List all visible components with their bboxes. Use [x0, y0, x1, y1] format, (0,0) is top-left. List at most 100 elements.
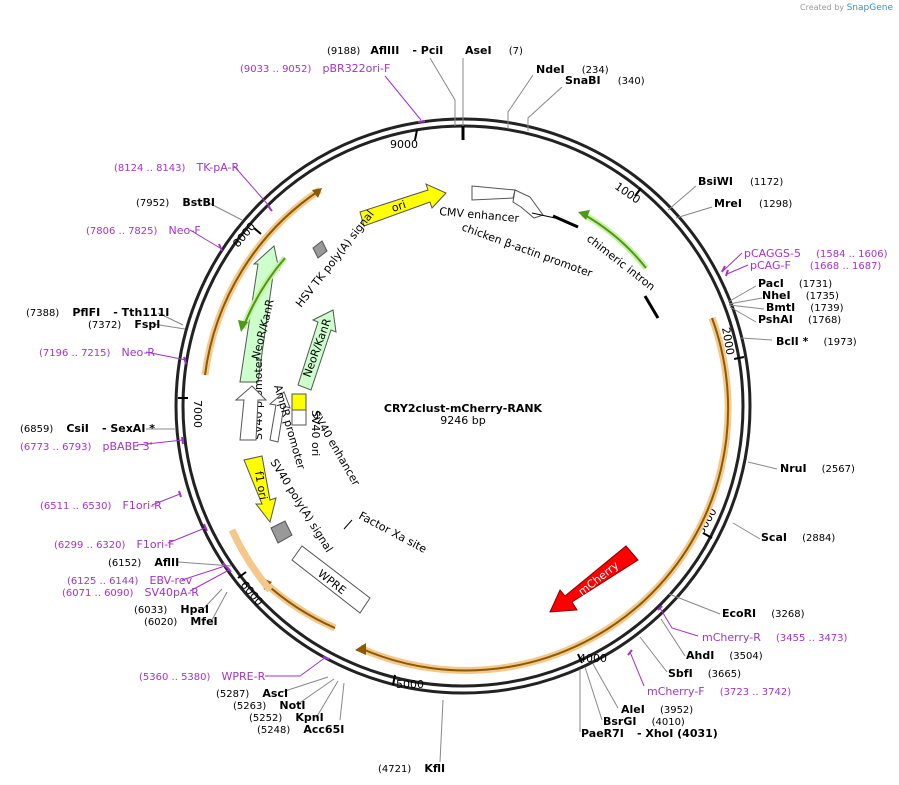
mcherry-arrow: [549, 545, 639, 613]
site-mfei-name: MfeI: [190, 615, 217, 628]
primer-leader-tk-pa-r: [233, 165, 271, 208]
factor-xa-marker: [343, 519, 353, 530]
site-csii: (6859) CsiI - SexAI *: [20, 417, 155, 436]
site-aflii-pos: (6152): [108, 558, 141, 569]
leader-bstbi: [204, 200, 243, 221]
leader-kfli: [439, 699, 444, 763]
primer-pbr322ori-f-range: (9033 .. 9052): [240, 64, 312, 75]
sv40-promoter-arrow: [234, 385, 268, 441]
f1-ori-arrow: [243, 455, 277, 524]
leader-mrei: [675, 206, 713, 219]
primer-pbabe: (6773 .. 6793) pBABE 3': [20, 435, 153, 454]
sv40-polya-box: [270, 520, 293, 544]
tick-marks: [178, 129, 745, 686]
primer-ebv-rev-range: (6125 .. 6144): [67, 576, 139, 587]
primer-mark-neo-f: [218, 243, 223, 252]
site-bsrgi-pos: (4010): [652, 717, 685, 728]
site-acc65i-pos: (5248): [257, 725, 290, 736]
wpre-box: [291, 545, 371, 614]
site-aflii: (6152) AflII: [108, 551, 179, 570]
site-kpni: (5252) KpnI: [249, 706, 324, 725]
site-afliii-suffix: - PciI: [412, 44, 443, 57]
site-bstbi: (7952) BstBI: [136, 191, 215, 210]
site-hpai: (6033) HpaI: [134, 598, 209, 617]
insert-arc-left3-arrowhead: [312, 188, 322, 198]
leader-bsrgi: [584, 666, 603, 721]
leader-ecori: [668, 593, 721, 615]
leader-ahdi: [660, 618, 686, 657]
site-bmti-pos: (1739): [810, 303, 843, 314]
leader-mfei: [211, 591, 228, 621]
leader-sbfi: [639, 636, 668, 673]
intron-bar-top: [552, 214, 579, 229]
site-scai-name: ScaI: [761, 531, 787, 544]
site-pflfi-name: PflFI: [72, 306, 100, 319]
primer-mark-wpre-r: [322, 656, 330, 660]
primer-tk-pa-r: (8124 .. 8143) TK-pA-R: [114, 156, 239, 175]
primer-f1ori-f-range: (6299 .. 6320): [54, 540, 126, 551]
ori-label: ori: [390, 198, 408, 215]
primer-pcag-f: pCAG-F (1668 .. 1687): [750, 254, 881, 273]
site-mfei: (6020) MfeI: [144, 610, 218, 629]
primer-mcherry-f: mCherry-F (3723 .. 3742): [647, 680, 791, 699]
primer-leader-pcaggs-5: [723, 252, 743, 271]
site-bstbi-name: BstBI: [182, 196, 215, 209]
primer-leader-f1ori-r: [151, 493, 181, 506]
primer-mark-mcherry-f: [627, 649, 633, 656]
primer-sv40pa-r: (6071 .. 6090) SV40pA-R: [62, 581, 199, 600]
site-nrui-pos: (2567): [822, 464, 855, 475]
leader-scai: [732, 522, 761, 540]
primer-leader-pbabe: [136, 439, 184, 446]
site-ndei-name: NdeI: [536, 63, 565, 76]
site-fspi-pos: (7372): [88, 320, 121, 331]
leader-paci: [727, 285, 757, 303]
primer-mark-pcag-f: [725, 269, 729, 277]
leader-nrui: [747, 461, 778, 470]
leader-hpai: [203, 588, 223, 609]
site-nhei-pos: (1735): [806, 291, 839, 302]
sv40-enhancer-box: [291, 409, 307, 426]
tick-8000: [253, 227, 262, 235]
site-aflii-name: AflII: [154, 556, 179, 569]
primer-pcaggs-5: pCAGGS-5 (1584 .. 1606): [744, 242, 888, 261]
tick-label-8000: 8000: [230, 220, 258, 250]
site-noti-name: NotI: [279, 699, 305, 712]
tick-label-5000: 5000: [396, 678, 424, 691]
primer-sv40pa-r-range: (6071 .. 6090): [62, 588, 134, 599]
site-bcli-name: BclI *: [776, 335, 809, 348]
primer-leader-wpre-r: [265, 656, 327, 677]
primer-leader-neo-f: [189, 229, 221, 249]
primer-wpre-r-range: (5360 .. 5380): [139, 672, 211, 683]
primer-mark-pbr322ori-f: [417, 120, 426, 123]
site-sbfi: SbfI (3665): [668, 662, 741, 681]
site-paer7i: PaeR7I - XhoI (4031): [581, 722, 718, 741]
primer-leader-f1ori-f: [167, 527, 206, 544]
site-sbfi-name: SbfI: [668, 667, 693, 680]
site-paci-pos: (1731): [799, 279, 832, 290]
primer-tk-pa-r-name: TK-pA-R: [196, 161, 240, 174]
tick-label-1000: 1000: [612, 180, 642, 207]
site-asei-pos: (7): [509, 46, 523, 57]
site-bcli-pos: (1973): [823, 337, 856, 348]
site-bsrgi-name: BsrGI: [603, 715, 636, 728]
primer-tk-pa-r-range: (8124 .. 8143): [114, 163, 186, 174]
leader-fspi: [152, 323, 186, 330]
site-mfei-pos: (6020): [144, 617, 177, 628]
site-acc65i-name: Acc65I: [303, 723, 344, 736]
site-ndei: NdeI (234): [536, 58, 609, 77]
site-alei: AleI (3952): [621, 698, 693, 717]
site-asei: AseI (7): [465, 39, 523, 58]
site-scai: ScaI (2884): [761, 526, 835, 545]
credit-prefix: Created by: [800, 3, 845, 12]
site-csii-suffix: - SexAI *: [102, 422, 155, 435]
primer-neo-r-name: Neo-R: [122, 346, 156, 359]
primer-pcaggs-5-range: (1584 .. 1606): [816, 249, 888, 260]
site-paer7i-suffix: - XhoI (4031): [637, 727, 718, 740]
leader-bsiwi: [667, 185, 697, 211]
site-bstbi-pos: (7952): [136, 198, 169, 209]
primer-f1ori-r: (6511 .. 6530) F1ori-R: [40, 494, 162, 513]
primer-mark-f1ori-f: [203, 523, 208, 532]
sv40-ori-label: SV40 ori: [309, 410, 322, 456]
site-noti: (5263) NotI: [233, 694, 305, 713]
hsv-tk-polya-box: [312, 240, 328, 259]
